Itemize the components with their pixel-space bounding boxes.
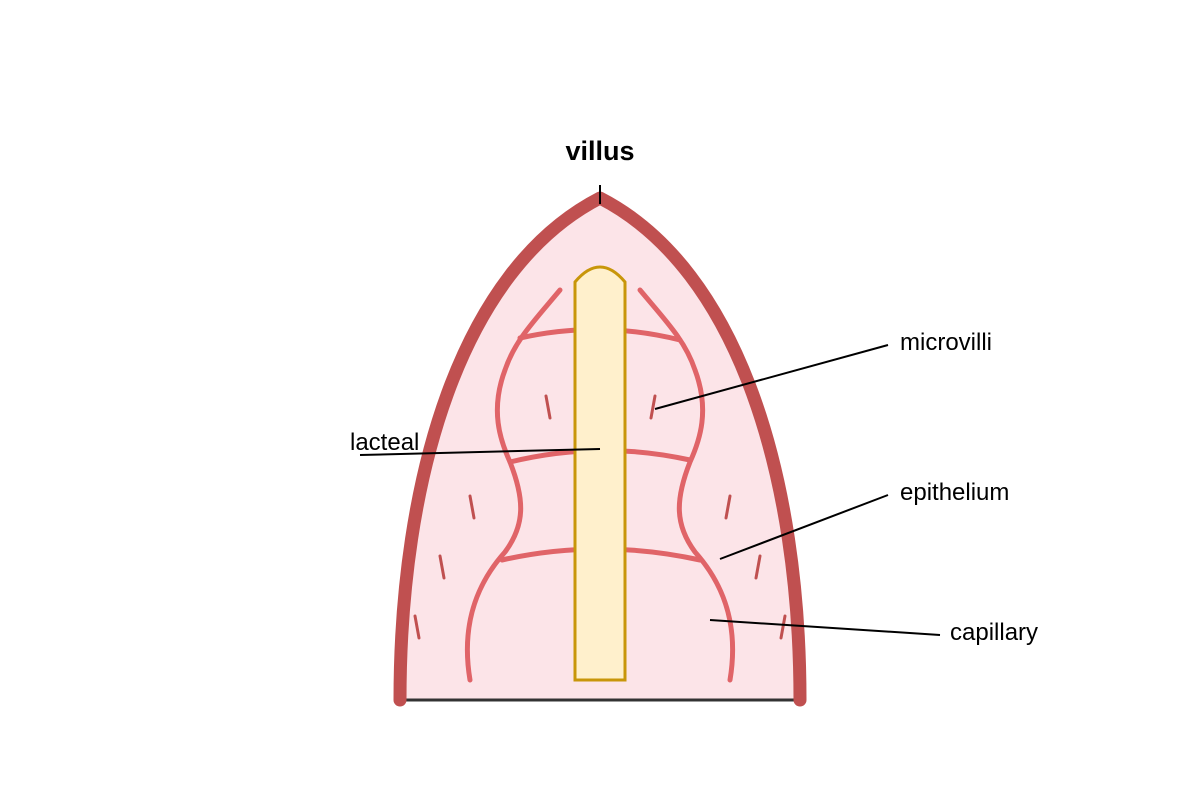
lacteal-label: lacteal bbox=[350, 429, 419, 456]
epithelium-leader-line bbox=[719, 494, 889, 560]
epithelium-label: epithelium bbox=[900, 479, 1009, 506]
microvillus-mark bbox=[649, 394, 657, 420]
diagram-title: villus bbox=[565, 136, 634, 166]
microvillus-mark bbox=[724, 494, 732, 520]
microvilli-group bbox=[413, 394, 787, 640]
microvilli-leader-line bbox=[654, 344, 889, 410]
microvillus-mark bbox=[779, 614, 787, 640]
microvillus-mark bbox=[544, 394, 552, 420]
capillary-leader-line bbox=[709, 619, 941, 636]
capillary-label: capillary bbox=[950, 619, 1038, 646]
microvillus-mark bbox=[754, 554, 762, 580]
lacteal-vessel bbox=[573, 265, 627, 682]
microvilli-label: microvilli bbox=[900, 329, 992, 356]
lacteal-leader-line bbox=[359, 448, 601, 456]
microvillus-mark bbox=[438, 554, 446, 580]
microvillus-mark bbox=[468, 494, 476, 520]
microvillus-mark bbox=[413, 614, 421, 640]
